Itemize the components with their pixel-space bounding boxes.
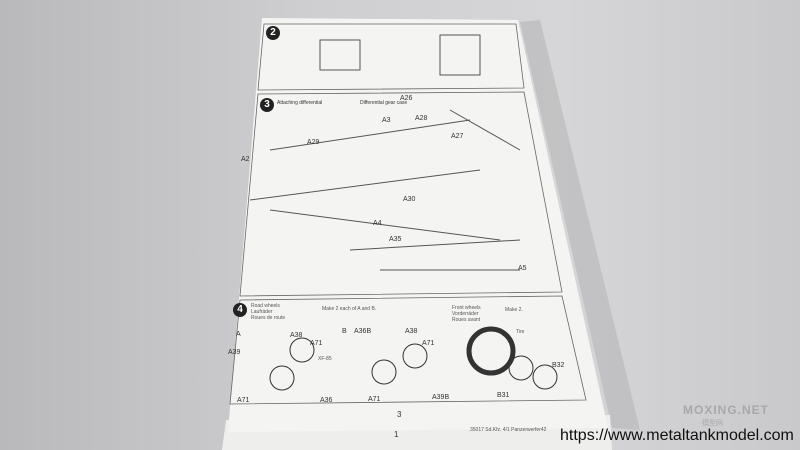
part-label: A4 (373, 220, 382, 227)
step-4-title-fr: Roues de route (251, 315, 286, 321)
part-label: A2 (241, 156, 250, 163)
paint-callout: XF-85 (318, 356, 332, 362)
part-label: A27 (451, 133, 464, 140)
part-label: A35 (389, 236, 402, 243)
part-label: A71 (310, 340, 323, 347)
step-3-title: Attaching differential (277, 100, 323, 106)
source-url: https://www.metaltankmodel.com (560, 427, 794, 444)
step-3-badge: 3 (260, 98, 274, 112)
front-wheels-title-en: Front wheels (452, 305, 481, 311)
part-label: A36 (320, 397, 333, 404)
part-label: A39B (432, 394, 450, 401)
part-label: B32 (552, 362, 565, 369)
front-wheels-title-fr: Roues avant (452, 317, 481, 323)
watermark-brand: MOXING.NET (683, 403, 770, 417)
front-wheels-title-de: Vorderräder (452, 311, 479, 317)
step-4-title-de: Laufräder (251, 309, 273, 315)
part-label: B31 (497, 392, 510, 399)
under-page-caption: 35017 Sd.Kfz. 4/1 Panzerwerfer42 (470, 427, 547, 433)
page-number: 3 (397, 410, 402, 419)
variant-b-label: B (342, 328, 347, 335)
part-label: A38 (405, 328, 418, 335)
part-label: A30 (403, 196, 416, 203)
watermark-brand-cn: 模型网 (702, 420, 723, 427)
part-label: A36B (354, 328, 372, 335)
part-label: A71 (368, 396, 381, 403)
step-2-badge: 2 (266, 26, 280, 40)
step-4-title-en: Road wheels (251, 303, 280, 309)
part-label: A39 (228, 349, 241, 356)
variant-a-label: A (236, 331, 241, 338)
part-label: A38 (290, 332, 303, 339)
tire-label: Tire (516, 329, 525, 335)
part-label: A71 (422, 340, 435, 347)
under-page-number: 1 (394, 430, 399, 439)
part-label: A3 (382, 117, 391, 124)
step-3-subtitle: Differential gear case (360, 100, 408, 106)
step-4-badge: 4 (233, 303, 247, 317)
part-label: A29 (307, 139, 320, 146)
part-label: A26 (400, 95, 413, 102)
part-label: A28 (415, 115, 428, 122)
part-label: A5 (518, 265, 527, 272)
step-4-note: Make 2 each of A and B. (322, 306, 377, 312)
front-wheels-note: Make 2. (505, 307, 523, 313)
part-label: A71 (237, 397, 250, 404)
